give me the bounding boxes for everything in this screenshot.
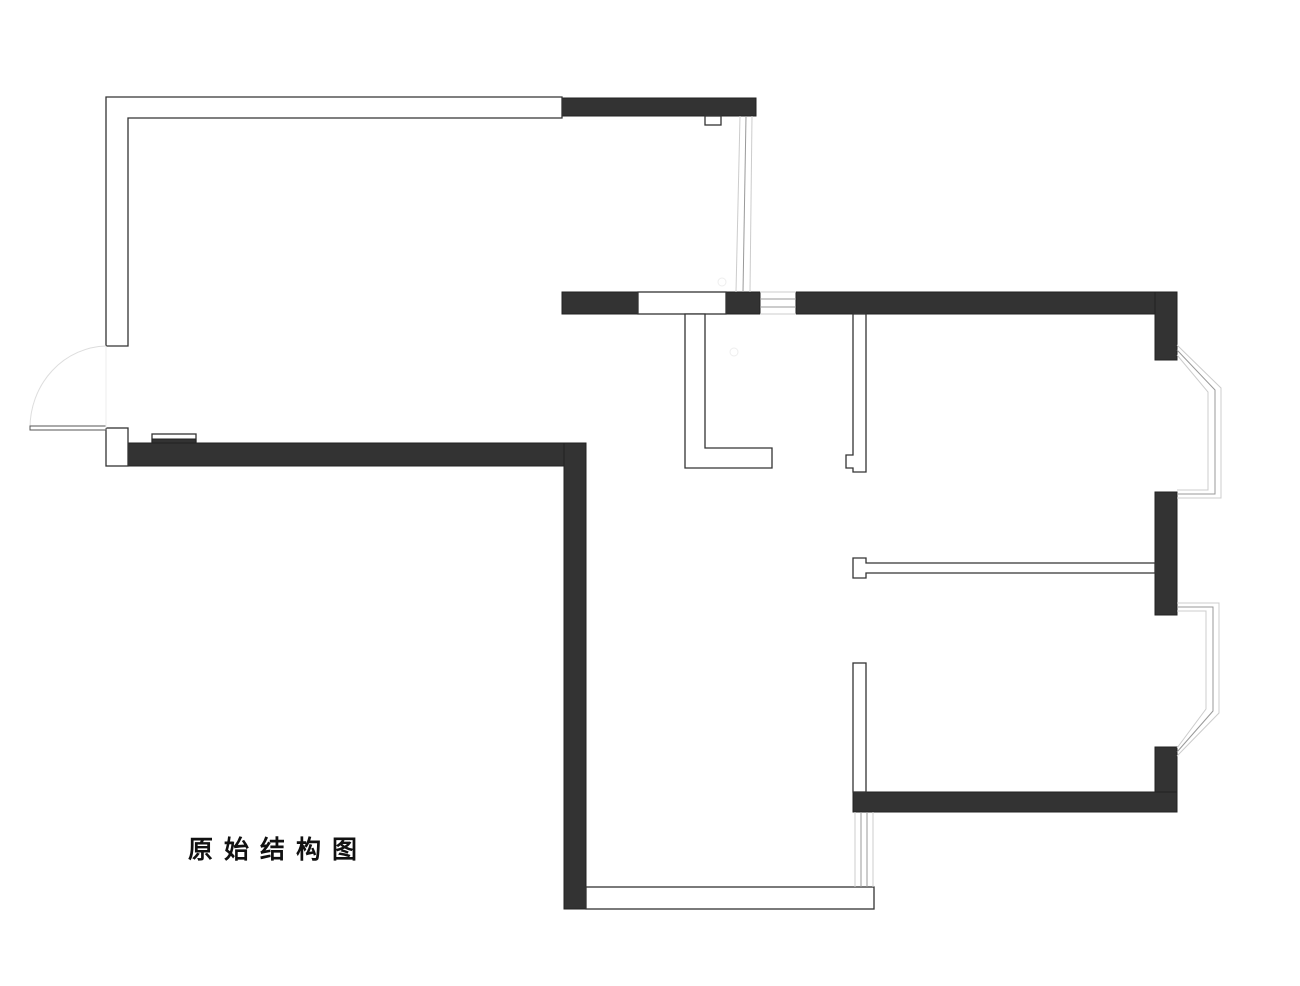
partition-t-wall <box>684 313 773 469</box>
bay-window-upper <box>1176 344 1222 499</box>
partition-balcony-l <box>105 96 563 347</box>
wall-mid-pillar <box>725 291 761 315</box>
fixture-marker <box>729 347 739 357</box>
wall-right-middle <box>1154 491 1178 616</box>
fixture-small <box>704 115 722 126</box>
window-balcony-right <box>735 115 753 293</box>
fixture-marker <box>717 277 727 287</box>
wall-left-vertical <box>563 442 587 910</box>
partition-bottom <box>585 886 875 910</box>
plan-title: 原始结构图 <box>188 835 369 864</box>
bay-window-lower <box>1176 602 1220 757</box>
partition-mid-opening <box>637 291 727 315</box>
wall-top-right <box>795 291 1178 315</box>
entry-door <box>29 345 107 431</box>
partition-bedroom2-left <box>852 662 867 793</box>
partition-bedroom-divider <box>852 557 1156 579</box>
window-mid <box>760 291 796 315</box>
wall-left-horizontal <box>127 442 587 467</box>
wall-bottom-right <box>852 791 1178 813</box>
wall-mid-left <box>561 291 639 315</box>
wall-right-upper <box>1154 291 1178 361</box>
wall-top-balcony <box>561 97 757 117</box>
partition-bedroom1-left <box>845 313 867 473</box>
window-bottom <box>854 812 874 887</box>
partition-door-jamb <box>105 427 129 467</box>
radiator-base <box>151 438 197 444</box>
